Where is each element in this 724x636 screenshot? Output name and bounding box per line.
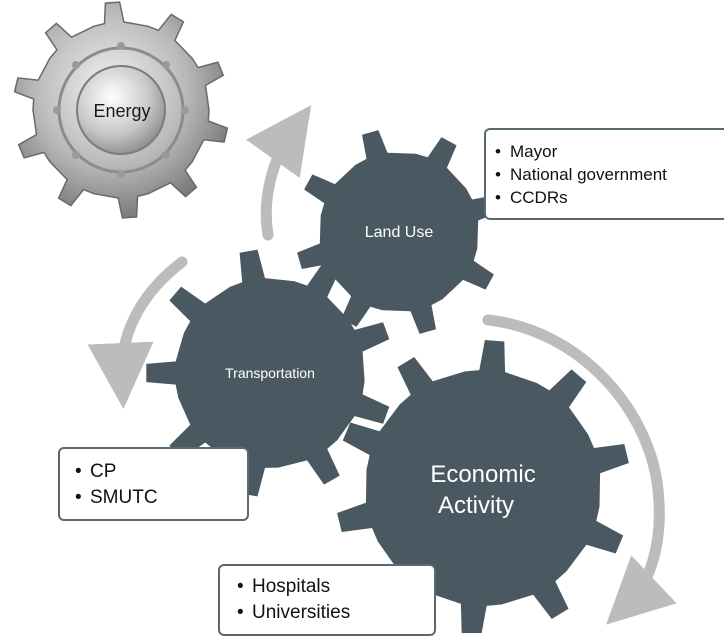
energy-gear-bolt [117,42,125,50]
transportation-gear: Transportation [146,249,390,497]
economic-activity-label-line2: Activity [438,492,514,519]
land-use-gear-shape [297,130,501,334]
energy-gear-bolt [72,151,80,159]
energy-label: Energy [93,101,150,121]
transportation-label: Transportation [225,365,315,381]
list-item: Universities [237,600,434,626]
economic-activity-gear-shape [337,340,629,633]
land-use-gear: Land Use [297,130,501,334]
energy-gear-hub [76,65,166,155]
transportation-stakeholders-box: CP SMUTC [58,447,249,521]
energy-gear-bolt [117,170,125,178]
economic-activity-stakeholders-list: Hospitals Universities [237,574,434,626]
list-item: Hospitals [237,574,434,600]
energy-gear-bolt [72,61,80,69]
energy-gear: Energy [13,1,229,219]
flow-arrow-to-transportation [87,256,188,409]
list-item: SMUTC [75,485,247,511]
energy-gear-bolt [162,151,170,159]
economic-activity-stakeholders-box: Hospitals Universities [218,564,436,636]
transportation-stakeholders-list: CP SMUTC [75,459,247,511]
land-use-stakeholders-list: Mayor National government CCDRs [495,140,724,209]
economic-activity-label-line1: Economic [430,461,535,488]
list-item: CP [75,459,247,485]
flow-arrow-to-economic-activity [482,314,677,625]
transportation-gear-shape [146,249,390,497]
list-item: National government [495,163,724,186]
energy-gear-bolt [162,61,170,69]
land-use-stakeholders-box: Mayor National government CCDRs [484,128,724,220]
flow-arrow-to-land-use [245,105,312,241]
list-item: Mayor [495,140,724,163]
energy-gear-bolt [53,106,61,114]
economic-activity-gear: Economic Activity [337,340,629,633]
energy-gear-bolt [181,106,189,114]
land-use-label: Land Use [365,224,434,241]
list-item: CCDRs [495,186,724,209]
